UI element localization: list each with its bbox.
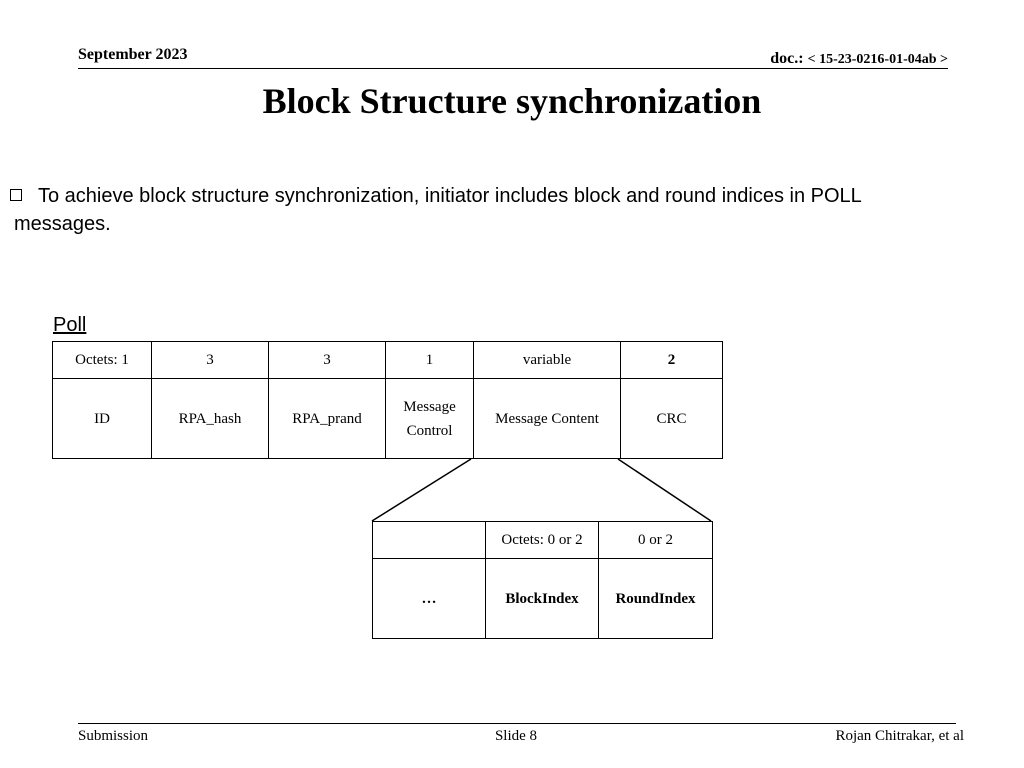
field-id: ID bbox=[52, 378, 152, 459]
footer-submission: Submission bbox=[78, 728, 149, 744]
footer-author: Rojan Chitrakar, et al bbox=[835, 728, 964, 744]
poll-octets-row: Octets: 1 3 3 1 variable 2 bbox=[52, 341, 723, 379]
checkbox-bullet-icon bbox=[10, 189, 22, 201]
field-message-control: Message Control bbox=[385, 378, 474, 459]
doc-prefix: doc.: bbox=[770, 50, 808, 67]
header-rule bbox=[78, 68, 948, 69]
octets-cell-message-content: variable bbox=[473, 341, 621, 379]
sub-field-ellipsis: … bbox=[372, 558, 486, 639]
octets-cell-crc: 2 bbox=[620, 341, 723, 379]
sub-octets-cell-round-index: 0 or 2 bbox=[598, 521, 713, 559]
bullet-line-1: To achieve block structure synchronizati… bbox=[38, 185, 862, 207]
field-rpa-prand: RPA_prand bbox=[268, 378, 386, 459]
slide-title: Block Structure synchronization bbox=[262, 81, 762, 121]
message-content-table: Octets: 0 or 2 0 or 2 … BlockIndex Round… bbox=[372, 521, 713, 639]
bullet-text: To achieve block structure synchronizati… bbox=[10, 182, 1010, 238]
sub-field-round-index: RoundIndex bbox=[598, 558, 713, 639]
poll-frame-table: Octets: 1 3 3 1 variable 2 ID RPA_hash R… bbox=[52, 341, 723, 459]
sub-octets-cell-block-index: Octets: 0 or 2 bbox=[485, 521, 599, 559]
sub-octets-row: Octets: 0 or 2 0 or 2 bbox=[372, 521, 713, 559]
footer-slide-number: Slide 8 bbox=[494, 728, 538, 744]
field-message-content: Message Content bbox=[473, 378, 621, 459]
header-doc-id: doc.: < 15-23-0216-01-04ab > bbox=[770, 50, 948, 68]
poll-fields-row: ID RPA_hash RPA_prand Message Control Me… bbox=[52, 378, 723, 459]
sub-field-block-index: BlockIndex bbox=[485, 558, 599, 639]
footer-rule bbox=[78, 723, 956, 724]
field-rpa-hash: RPA_hash bbox=[151, 378, 269, 459]
connector-line-left bbox=[371, 458, 472, 522]
poll-label: Poll bbox=[53, 314, 87, 336]
connector-line-right bbox=[617, 458, 712, 522]
sub-fields-row: … BlockIndex RoundIndex bbox=[372, 558, 713, 639]
header-date: September 2023 bbox=[78, 46, 188, 63]
bullet-line-2: messages. bbox=[14, 213, 111, 235]
sub-octets-cell-ellipsis bbox=[372, 521, 486, 559]
octets-cell-id: Octets: 1 bbox=[52, 341, 152, 379]
field-crc: CRC bbox=[620, 378, 723, 459]
doc-number: < 15-23-0216-01-04ab > bbox=[807, 52, 948, 67]
